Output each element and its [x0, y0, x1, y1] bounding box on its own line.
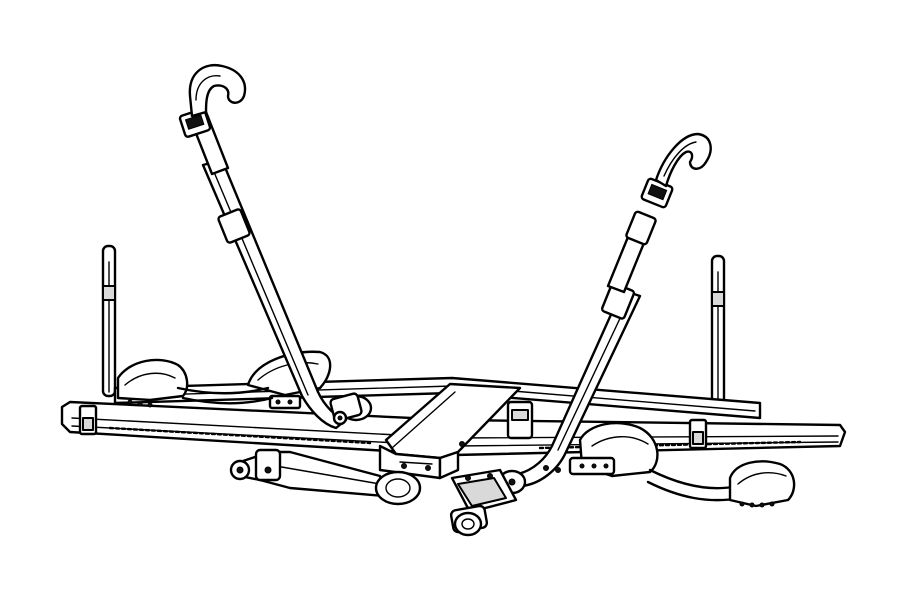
hitch-receiver [450, 468, 518, 514]
right-hook-arm [516, 132, 712, 488]
rail-end-clip-right [688, 418, 708, 450]
right-wheel-cradle-front [568, 421, 659, 478]
right-wheel-cradle-rear [728, 460, 796, 508]
left-arm-pivot [329, 392, 373, 426]
left-vertical-post [101, 244, 117, 398]
hitch-pin-knob [449, 504, 489, 537]
rail-end-clip-left [78, 404, 98, 436]
rear-center-block [506, 400, 534, 440]
hitch-knob-left [374, 470, 422, 506]
center-hitch-housing [378, 382, 522, 480]
center-bolts [459, 441, 561, 473]
hitch-tube-left [229, 448, 386, 498]
right-tray-arm [646, 468, 742, 502]
right-vertical-post [710, 254, 726, 416]
left-wheel-cradle-rear [116, 358, 189, 408]
left-tray-arm [176, 386, 274, 405]
